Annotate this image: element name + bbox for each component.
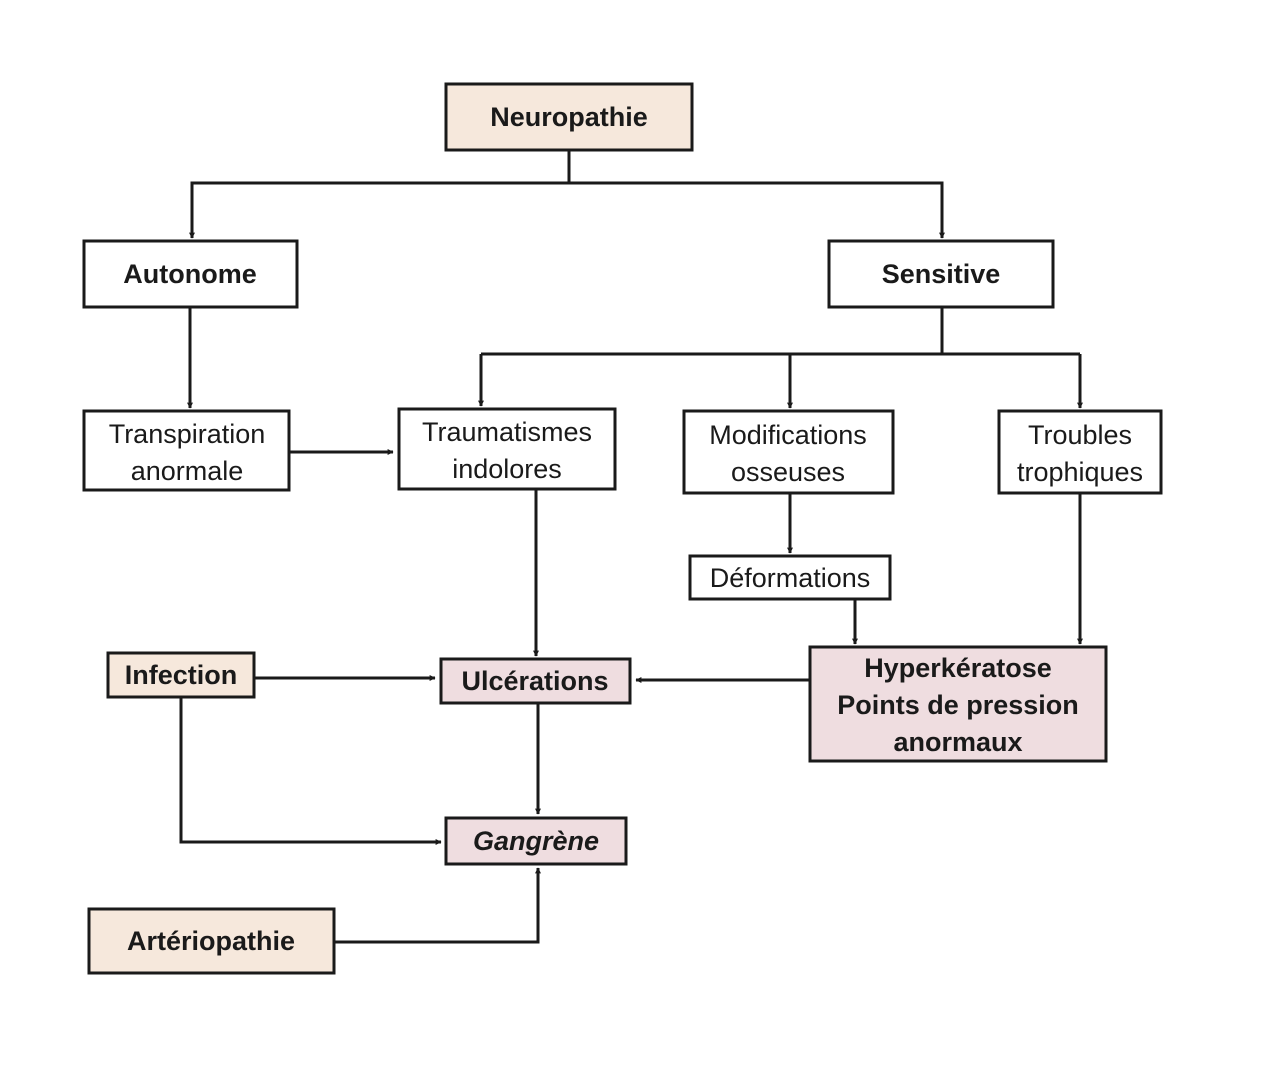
node-traumatismes-line2: indolores — [452, 454, 562, 484]
edge-infection-to-gangrene — [179, 697, 442, 845]
node-transpiration: Transpiration anormale — [82, 409, 291, 492]
node-gangrene-label: Gangrène — [473, 826, 599, 856]
node-deformations: Déformations — [688, 554, 892, 601]
node-modifications: Modifications osseuses — [682, 409, 895, 495]
node-gangrene: Gangrène — [444, 816, 628, 866]
node-sensitive-label: Sensitive — [882, 259, 1001, 289]
node-transpiration-box — [82, 409, 291, 492]
node-modifications-line2: osseuses — [731, 457, 845, 487]
node-traumatismes: Traumatismes indolores — [397, 407, 617, 491]
node-infection-label: Infection — [125, 660, 238, 690]
node-traumatismes-line1: Traumatismes — [422, 417, 592, 447]
node-arteriopathie-box — [87, 907, 336, 975]
node-deformations-label: Déformations — [710, 563, 871, 593]
node-transpiration-line2: anormale — [131, 456, 244, 486]
node-transpiration-line1: Transpiration — [109, 419, 266, 449]
node-autonome-box — [82, 239, 299, 309]
node-neuropathie-label: Neuropathie — [490, 102, 648, 132]
node-infection: Infection — [106, 651, 256, 699]
node-neuropathie: Neuropathie — [444, 82, 694, 152]
node-traumatismes-box — [397, 407, 617, 491]
edge-neuropathie-to-autonome — [189, 181, 569, 239]
node-modifications-line1: Modifications — [709, 420, 867, 450]
node-sensitive: Sensitive — [827, 239, 1055, 309]
node-autonome: Autonome — [82, 239, 299, 309]
node-ulcerations-box — [439, 657, 632, 705]
node-troubles-line1: Troubles — [1028, 420, 1132, 450]
node-gangrene-box — [444, 816, 628, 866]
node-troubles-box — [997, 409, 1163, 495]
node-ulcerations: Ulcérations — [439, 657, 632, 705]
node-hyperkeratose-line2: Points de pression — [837, 690, 1079, 720]
node-deformations-box — [688, 554, 892, 601]
node-troubles-line2: trophiques — [1017, 457, 1143, 487]
node-sensitive-box — [827, 239, 1055, 309]
node-infection-box — [106, 651, 256, 699]
node-autonome-label: Autonome — [123, 259, 256, 289]
node-hyperkeratose-line1: Hyperkératose — [864, 653, 1052, 683]
node-arteriopathie: Artériopathie — [87, 907, 336, 975]
node-troubles: Troubles trophiques — [997, 409, 1163, 495]
node-modifications-box — [682, 409, 895, 495]
edge-neuropathie-to-sensitive — [569, 181, 945, 239]
node-arteriopathie-label: Artériopathie — [127, 926, 295, 956]
node-hyperkeratose-line3: anormaux — [893, 727, 1022, 757]
node-hyperkeratose: Hyperkératose Points de pression anormau… — [808, 645, 1108, 763]
edge-arteriopathie-to-gangrene — [334, 867, 541, 944]
node-neuropathie-box — [444, 82, 694, 152]
node-ulcerations-label: Ulcérations — [461, 666, 608, 696]
connectors — [179, 150, 1083, 944]
node-hyperkeratose-box — [808, 645, 1108, 763]
